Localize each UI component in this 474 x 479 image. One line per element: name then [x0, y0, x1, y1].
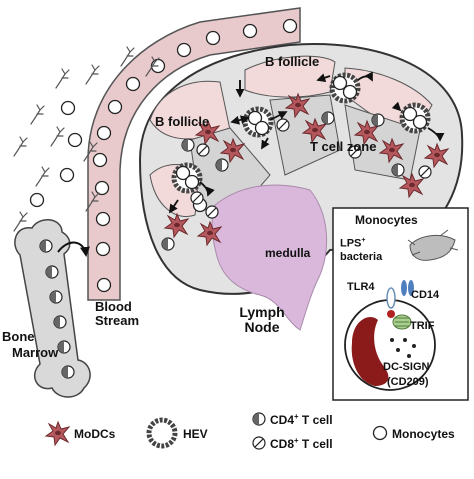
tissue-monocytes — [29, 100, 83, 208]
cd8-text: CD8 — [270, 437, 295, 451]
medulla-region — [211, 184, 328, 331]
bone-label: Bone — [2, 329, 35, 344]
legend-hev-label: HEV — [183, 427, 208, 441]
trif-label: TRIF — [410, 320, 435, 332]
bacteria-label: bacteria — [340, 251, 383, 263]
blood-stream-label: Blood Stream — [95, 300, 145, 327]
lps-label: LPS+ — [340, 236, 366, 250]
legend-cd8-label: CD8+ T cell — [270, 436, 333, 451]
blood-vessel — [87, 7, 301, 301]
b-follicle-label-left: B follicle — [155, 114, 210, 129]
cd14-label: CD14 — [411, 289, 440, 301]
b-follicle-label-top: B follicle — [265, 54, 320, 69]
lymph-node-text: Lymph Node — [239, 304, 285, 335]
blood-stream-text: Blood Stream — [95, 299, 140, 328]
inset-monocyte — [344, 299, 436, 391]
cd4-suffix: T cell — [298, 413, 333, 427]
medulla-label: medulla — [265, 246, 311, 260]
dc-sign-label: DC-SIGN — [383, 361, 430, 373]
receptors — [386, 280, 414, 330]
legend-cd4-icon — [252, 412, 266, 426]
migration-arrows — [169, 71, 445, 214]
cd8-sup: + — [294, 436, 299, 445]
legend-hev-icon — [149, 420, 175, 446]
lps-sup: + — [361, 236, 366, 244]
cd4-sup: + — [294, 412, 299, 421]
tlr4-label: TLR4 — [347, 281, 375, 293]
lymph-node-label: Lymph Node — [236, 304, 288, 335]
cd4-text: CD4 — [270, 413, 295, 427]
legend-cd4-label: CD4+ T cell — [270, 412, 333, 427]
t-cell-zone-label: T cell zone — [310, 139, 377, 154]
cd209-label: (CD209) — [387, 376, 429, 388]
inset-bacterium — [407, 229, 459, 261]
bone-arrow — [57, 241, 90, 257]
legend-cd8-icon — [252, 436, 266, 450]
marrow-label: Marrow — [12, 345, 59, 360]
cd8-suffix: T cell — [298, 437, 333, 451]
legend-modc-icon — [45, 421, 70, 446]
legend-monocytes-label: Monocytes — [392, 427, 455, 441]
legend-modcs-label: MoDCs — [74, 427, 116, 441]
inset-title: Monocytes — [355, 213, 418, 227]
bone-marrow-shape — [14, 219, 91, 398]
lps-text: LPS — [340, 237, 362, 250]
legend-mono-icon — [372, 425, 388, 441]
